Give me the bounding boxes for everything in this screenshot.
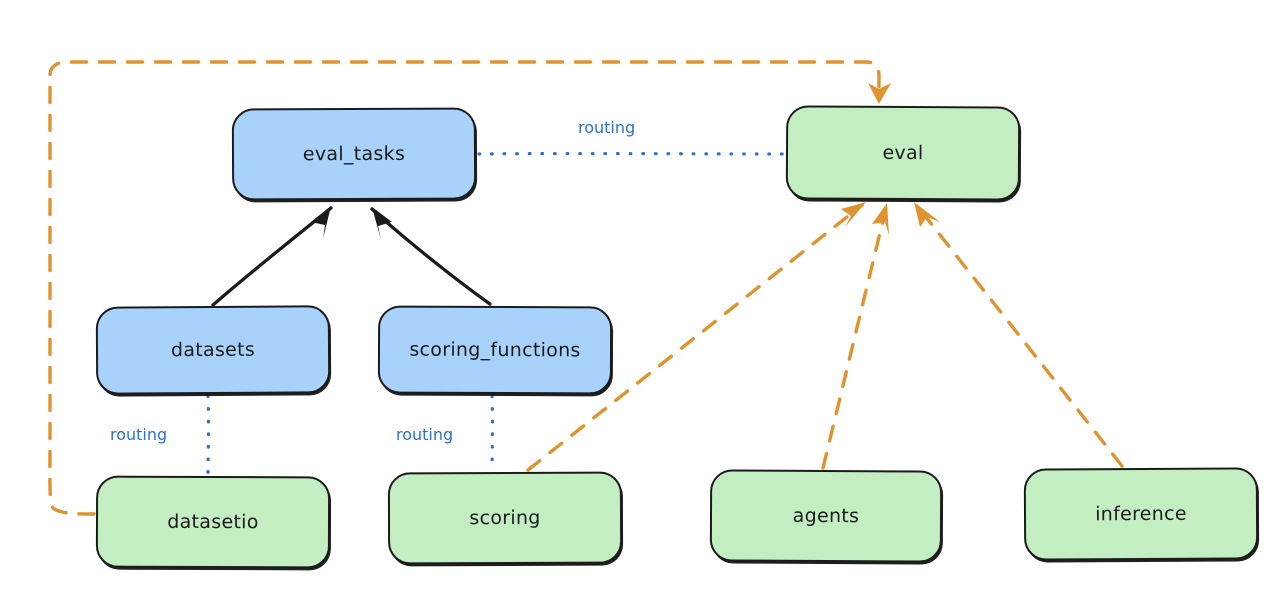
node-datasets[interactable]: datasets <box>95 305 331 395</box>
edge-agents-to-eval <box>821 203 889 470</box>
node-label: eval <box>882 141 924 165</box>
edge-label-routing-datasets: routing <box>110 425 168 444</box>
node-label: scoring <box>469 506 541 530</box>
node-datasetio[interactable]: datasetio <box>95 475 331 569</box>
node-scoring-functions[interactable]: scoring_functions <box>377 305 613 395</box>
node-label: scoring_functions <box>409 338 581 362</box>
edge-inference-to-eval <box>914 202 1124 468</box>
edge-label-routing-scoring-functions: routing <box>396 425 454 444</box>
node-label: datasetio <box>167 510 259 534</box>
node-label: agents <box>792 504 860 528</box>
node-eval[interactable]: eval <box>785 105 1021 201</box>
edge-label-routing-eval-tasks-eval: routing <box>578 118 636 137</box>
edge-datasets-to-eval-tasks <box>211 206 333 307</box>
node-label: inference <box>1095 502 1187 526</box>
edge-scoring-functions-to-eval-tasks <box>370 207 492 306</box>
node-label: eval_tasks <box>302 142 406 166</box>
node-agents[interactable]: agents <box>709 469 943 563</box>
node-eval-tasks[interactable]: eval_tasks <box>231 107 477 201</box>
node-label: datasets <box>170 338 256 362</box>
node-inference[interactable]: inference <box>1023 467 1259 561</box>
node-scoring[interactable]: scoring <box>387 471 623 565</box>
